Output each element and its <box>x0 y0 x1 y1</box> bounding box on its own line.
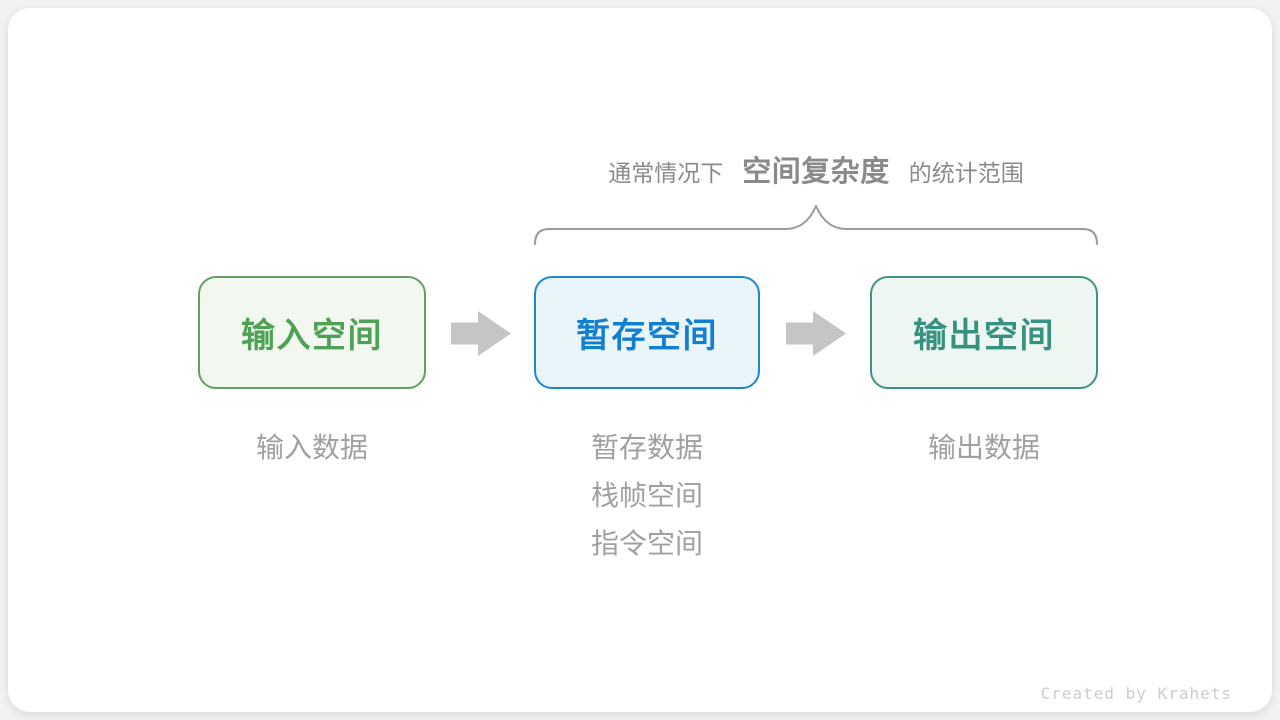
input-note-line: 输入数据 <box>255 432 368 463</box>
output-note-line: 输出数据 <box>927 432 1040 463</box>
diagram-title: 通常情况下 空间复杂度 的统计范围 <box>416 148 1216 196</box>
brace-bracket <box>534 205 1098 245</box>
buffer-note-line: 指令空间 <box>590 528 703 559</box>
brace-right-path <box>815 205 1098 245</box>
input-note: 输入数据 <box>198 424 426 472</box>
buffer-note-line: 栈帧空间 <box>590 480 703 511</box>
input-space-box: 输入空间 <box>198 276 426 389</box>
title-prefix: 通常情况下 <box>608 160 724 186</box>
arrow-right-icon <box>786 311 846 356</box>
title-suffix: 的统计范围 <box>908 160 1024 186</box>
input-space-label: 输入空间 <box>241 317 383 355</box>
credit-text: Created by Krahets <box>1040 684 1232 703</box>
diagram-card: 通常情况下 空间复杂度 的统计范围 输入空间 暂存空间 输出空间 输入数据 暂存… <box>8 8 1272 712</box>
title-emphasis: 空间复杂度 <box>742 156 890 188</box>
buffer-notes: 暂存数据 栈帧空间 指令空间 <box>534 424 760 568</box>
output-space-box: 输出空间 <box>870 276 1098 389</box>
arrow-right-shape <box>786 311 846 356</box>
arrow-right-icon <box>451 311 511 356</box>
brace-left-path <box>534 205 817 245</box>
output-space-label: 输出空间 <box>913 317 1055 355</box>
arrow-right-shape <box>451 311 511 356</box>
output-note: 输出数据 <box>870 424 1098 472</box>
buffer-space-box: 暂存空间 <box>534 276 760 389</box>
buffer-note-line: 暂存数据 <box>590 432 703 463</box>
buffer-space-label: 暂存空间 <box>576 317 718 355</box>
